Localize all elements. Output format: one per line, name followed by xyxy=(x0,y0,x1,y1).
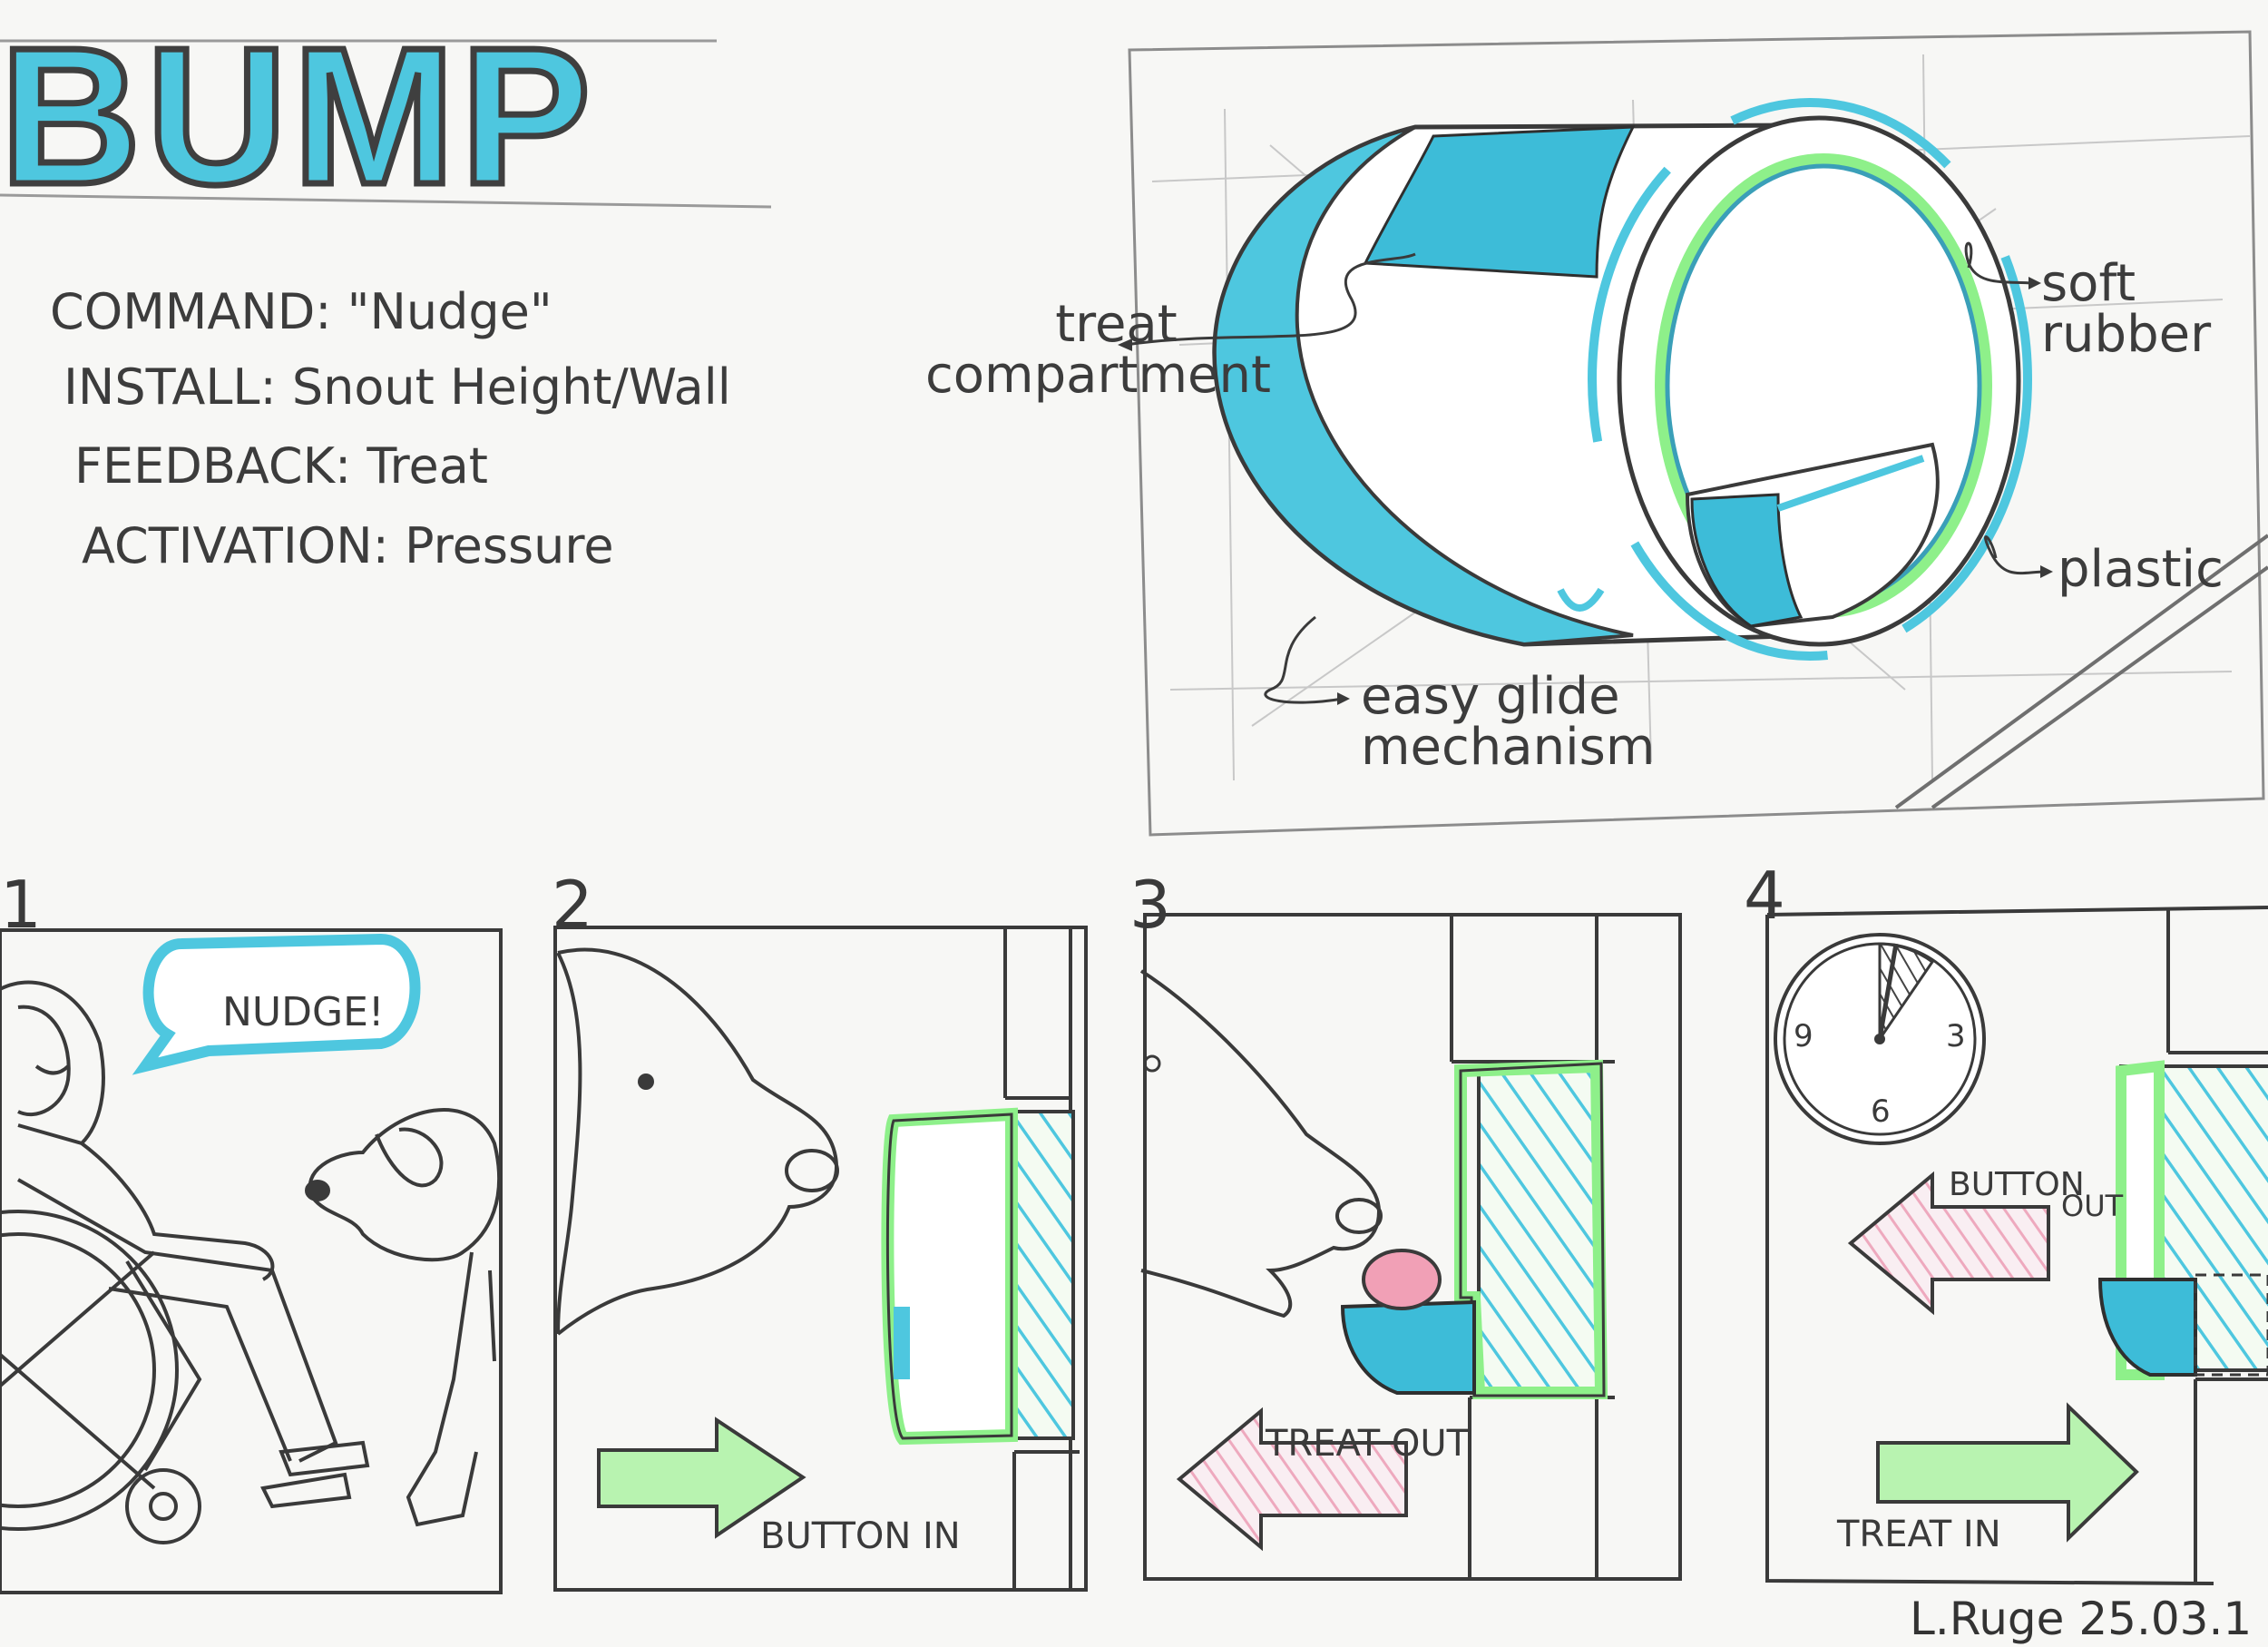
clock-numeral-6: 6 xyxy=(1871,1093,1891,1130)
spec-command-value: "Nudge" xyxy=(347,283,552,340)
spec-feedback-label: FEEDBACK: xyxy=(74,437,352,495)
spec-feedback-value: Treat xyxy=(367,437,488,495)
panel-2 xyxy=(553,926,1088,1592)
spec-command-label: COMMAND: xyxy=(50,283,332,340)
sketch-title: BUMP xyxy=(0,6,597,225)
spec-install-value: Snout Height/Wall xyxy=(291,358,731,416)
clock-numeral-3: 3 xyxy=(1946,1018,1966,1054)
spec-feedback: FEEDBACK: Treat xyxy=(74,437,488,495)
label-glide-line1: easy glide xyxy=(1361,667,1620,726)
spec-install: INSTALL: Snout Height/Wall xyxy=(64,358,731,416)
label-plastic: plastic xyxy=(2058,540,2224,599)
panel-1-number: 1 xyxy=(0,867,42,943)
spec-activation: ACTIVATION: Pressure xyxy=(82,517,614,574)
label-soft-rubber: soft rubber xyxy=(2041,259,2211,360)
caption-treat-in: TREAT IN xyxy=(1837,1514,2001,1555)
product-sketch xyxy=(1118,30,2268,837)
label-treat-compartment-line1: treat xyxy=(1055,295,1178,354)
panel-3-number: 3 xyxy=(1129,867,1171,943)
panel-2-number: 2 xyxy=(552,867,593,943)
label-soft-rubber-line2: rubber xyxy=(2041,305,2212,364)
spec-activation-label: ACTIVATION: xyxy=(82,517,389,574)
speech-bubble-text: NUDGE! xyxy=(222,989,385,1035)
spec-activation-value: Pressure xyxy=(405,517,614,574)
spec-command: COMMAND: "Nudge" xyxy=(50,283,552,340)
title-rules xyxy=(0,39,772,209)
caption-button-in: BUTTON IN xyxy=(760,1515,961,1557)
panel-4 xyxy=(1765,906,2268,1585)
panel-4-number: 4 xyxy=(1744,858,1785,934)
label-soft-rubber-line1: soft xyxy=(2041,254,2136,313)
label-glide-line2: mechanism xyxy=(1361,718,1656,777)
clock-icon xyxy=(1774,933,1986,1145)
signature: L.Ruge 25.03.1 xyxy=(1910,1593,2253,1645)
label-treat-compartment: treat compartment xyxy=(925,295,1271,401)
caption-button-out-2: OUT xyxy=(2061,1189,2124,1223)
panel-3 xyxy=(1139,913,1682,1581)
caption-treat-out: TREAT OUT xyxy=(1266,1423,1470,1465)
caption-button-out-1: BUTTON xyxy=(1949,1166,2085,1203)
clock-numeral-9: 9 xyxy=(1794,1018,1813,1054)
label-glide-mechanism: easy glide mechanism xyxy=(1361,672,1655,773)
spec-install-label: INSTALL: xyxy=(64,358,277,416)
panel-1 xyxy=(0,928,503,1594)
label-treat-compartment-line2: compartment xyxy=(925,346,1271,405)
